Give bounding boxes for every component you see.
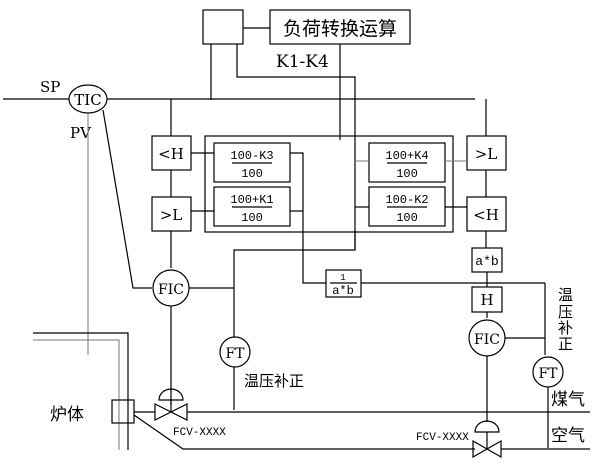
- tic-label: TIC: [74, 91, 101, 109]
- svg-text:a*b: a*b: [332, 284, 354, 298]
- left-selector-high: [151, 196, 192, 232]
- svg-text:100: 100: [241, 211, 263, 225]
- comp-vert-3: 补: [558, 319, 573, 337]
- air-label: 空气: [551, 426, 585, 446]
- load-calc-label: 负荷转换运算: [283, 18, 397, 40]
- right-fic-label: FIC: [474, 332, 500, 348]
- svg-text:100+K1: 100+K1: [230, 193, 273, 207]
- right-ft-label: FT: [538, 366, 558, 382]
- left-selector-low-label: <H: [158, 145, 184, 163]
- coal-gas-label: 煤气: [551, 390, 585, 410]
- left-valve-actuator-icon: [158, 388, 184, 401]
- svg-text:100-K3: 100-K3: [230, 149, 273, 163]
- right-selector-high-label: >L: [475, 145, 498, 163]
- svg-text:100: 100: [396, 211, 418, 225]
- furnace-label: 炉体: [50, 405, 84, 425]
- right-selector-low-label: <H: [473, 206, 499, 224]
- pv-label: PV: [70, 124, 92, 142]
- comp-vert-4: 正: [558, 335, 573, 353]
- coef-k4: 100+K4 100: [368, 142, 446, 183]
- left-ft-transmitter[interactable]: [219, 336, 251, 368]
- svg-text:100+K4: 100+K4: [385, 149, 428, 163]
- svg-text:100: 100: [396, 167, 418, 181]
- svg-text:100: 100: [241, 167, 263, 181]
- right-h-block: [471, 286, 503, 313]
- left-valve-tag: FCV-XXXX: [173, 427, 226, 439]
- right-selector-low: [466, 196, 507, 232]
- comp-vert-1: 温: [558, 286, 573, 304]
- left-fic-label: FIC: [158, 282, 184, 298]
- coef-k2: 100-K2 100: [368, 186, 446, 227]
- right-valve-actuator-icon: [474, 420, 500, 433]
- multiply-label: a*b: [475, 254, 498, 269]
- right-h-label: H: [480, 291, 493, 309]
- coef-k3: 100-K3 100: [213, 142, 291, 183]
- right-control-valve-icon[interactable]: [472, 439, 502, 459]
- comp-vert-2: 压: [558, 303, 573, 321]
- comp-horiz-label: 温压补正: [244, 372, 304, 390]
- right-valve-tag: FCV-XXXX: [416, 432, 469, 444]
- left-ft-label: FT: [225, 346, 245, 362]
- svg-text:100-K2: 100-K2: [385, 193, 428, 207]
- furnace-flange: [111, 399, 135, 424]
- k-range-label: K1-K4: [276, 52, 329, 72]
- sp-label: SP: [40, 78, 60, 96]
- small-block: [202, 9, 244, 45]
- coef-k1: 100+K1 100: [213, 186, 291, 227]
- coefficient-frame: [204, 135, 454, 233]
- left-selector-high-label: >L: [160, 206, 183, 224]
- left-selector-low: [151, 135, 192, 171]
- svg-text:1: 1: [340, 273, 345, 283]
